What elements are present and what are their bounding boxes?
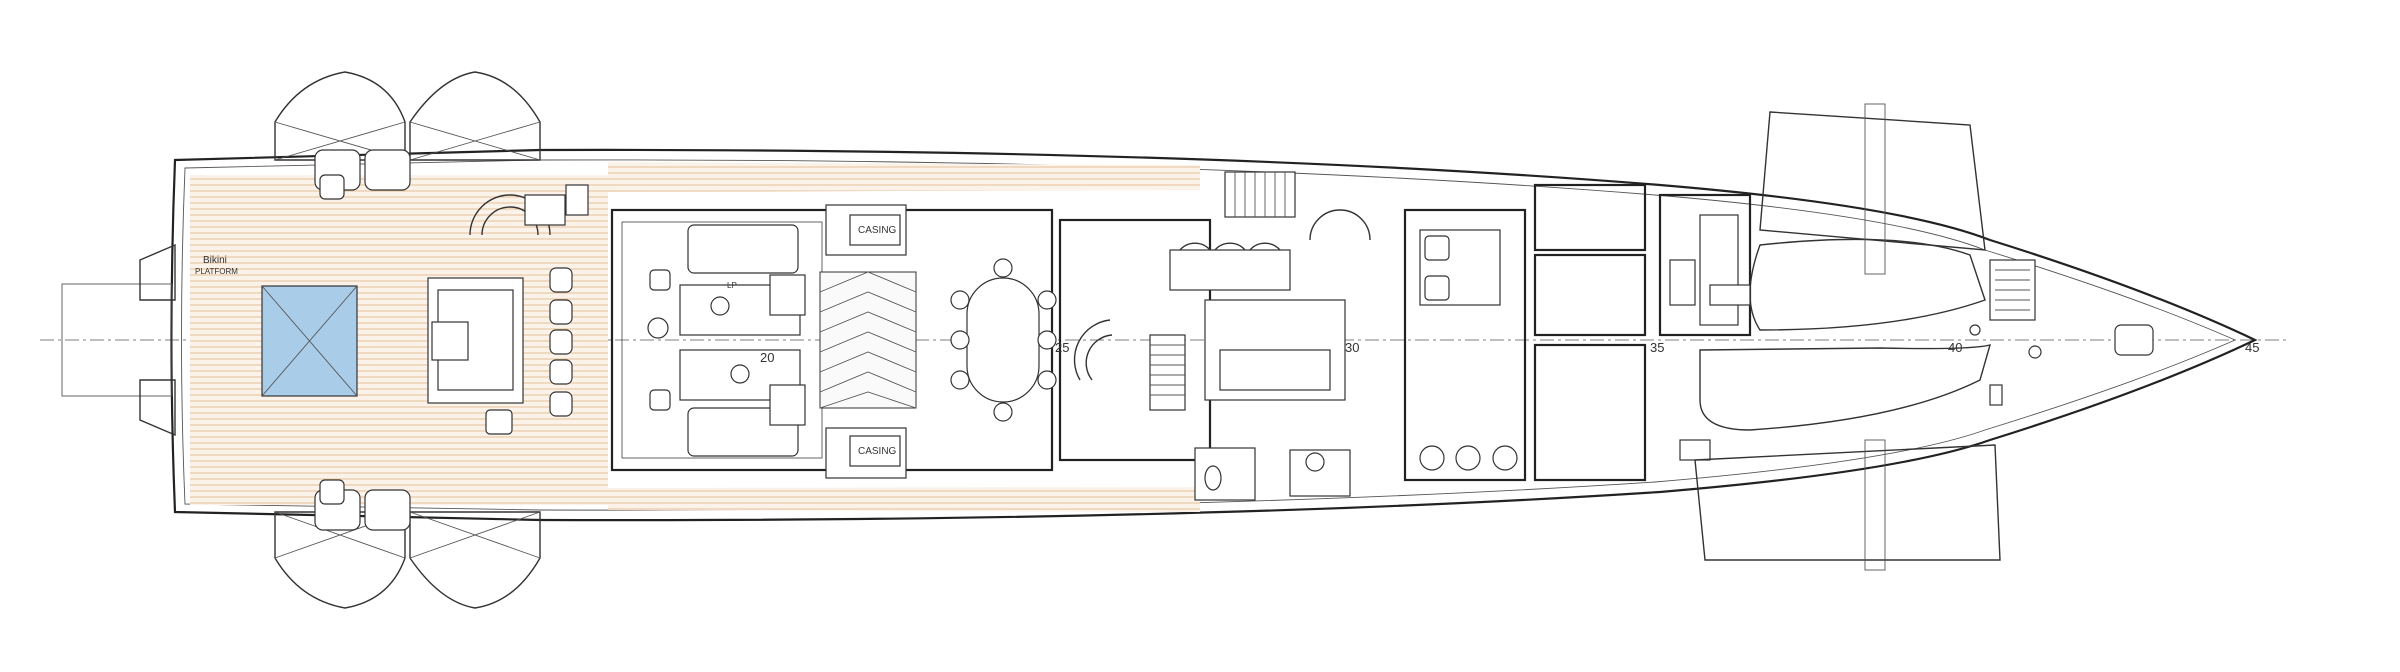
garage-side-doors bbox=[1694, 103, 2001, 571]
heads-aft bbox=[1194, 447, 1351, 501]
master-cabin bbox=[1403, 208, 1527, 482]
hull-outline bbox=[170, 148, 2258, 522]
station-label-30: 30 bbox=[1345, 340, 1359, 355]
saloon-lp-label: LP bbox=[727, 281, 737, 290]
casing-bottom bbox=[825, 427, 907, 479]
station-label-20: 20 bbox=[760, 350, 774, 365]
side-platform-port bbox=[139, 243, 176, 301]
station-label-40: 40 bbox=[1948, 340, 1962, 355]
aft-deck-teak bbox=[190, 175, 608, 505]
aft-spiral-stair bbox=[469, 184, 589, 236]
guest-cabin-port bbox=[1533, 253, 1647, 337]
station-label-25: 25 bbox=[1055, 340, 1069, 355]
guest-cabin-starboard bbox=[1533, 343, 1647, 482]
dining-table bbox=[950, 258, 1057, 422]
fold-out-terraces-port bbox=[274, 71, 541, 161]
guest-head-port bbox=[1533, 183, 1647, 252]
tender-garage bbox=[1679, 238, 1992, 461]
sun-loungers bbox=[314, 149, 411, 531]
side-deck-starboard bbox=[608, 487, 1200, 512]
fold-out-terraces-starboard bbox=[274, 511, 541, 609]
side-platform-starboard bbox=[139, 379, 176, 437]
saloon-sofas bbox=[647, 224, 806, 457]
central-stair bbox=[1073, 319, 1186, 411]
bikini-label: Bikini bbox=[203, 255, 227, 266]
bikini-platform-label: PLATFORM bbox=[195, 267, 238, 276]
station-label-45: 45 bbox=[2245, 340, 2259, 355]
side-deck-port bbox=[608, 162, 1200, 192]
herringbone-floor bbox=[819, 271, 917, 409]
station-markers: 20 25 30 35 40 45 bbox=[760, 340, 2259, 365]
swim-platform bbox=[61, 283, 173, 397]
galley-counters bbox=[1169, 242, 1346, 401]
station-label-35: 35 bbox=[1650, 340, 1664, 355]
crew-area bbox=[1658, 193, 1752, 337]
casing-bottom-label: CASING bbox=[858, 446, 897, 457]
casing-top-label: CASING bbox=[858, 225, 897, 236]
aft-lounge bbox=[427, 267, 573, 435]
forward-stair bbox=[1224, 171, 1371, 241]
casing-top bbox=[825, 204, 907, 256]
bow-details bbox=[1969, 259, 2154, 406]
master-bed bbox=[1419, 229, 1518, 471]
